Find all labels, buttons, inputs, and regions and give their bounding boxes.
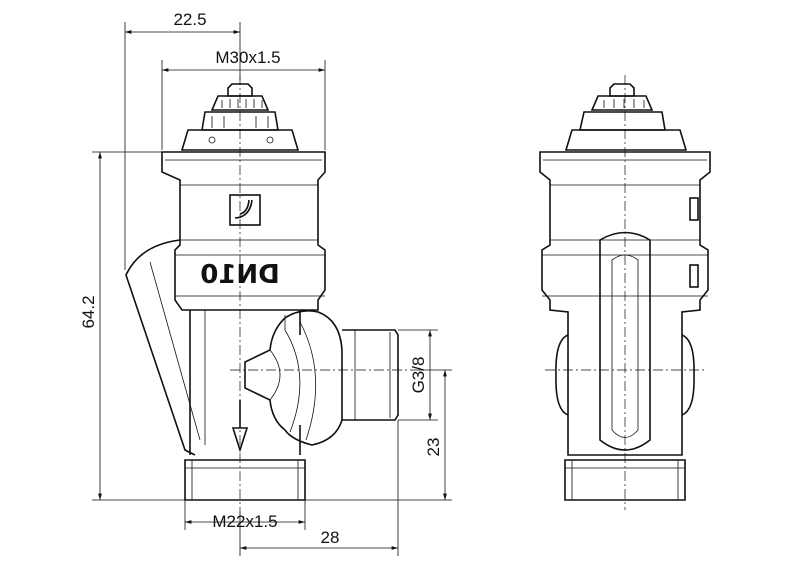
dim-side-height: 23 (424, 438, 443, 457)
dim-top-thread: M30x1.5 (215, 48, 280, 67)
valve-body: DN10 (125, 151, 399, 501)
dim-height: 64.2 (79, 295, 98, 328)
logo-box (229, 194, 261, 226)
thermostat-head-knob (180, 83, 300, 151)
dimension-lines: 22.5 M30x1.5 64.2 G3/8 23 M22x1.5 28 (79, 10, 452, 556)
dim-offset-top: 22.5 (173, 10, 206, 29)
dim-bottom-thread: M22x1.5 (212, 512, 277, 531)
side-view (539, 75, 711, 510)
dim-side-length: 28 (321, 528, 340, 547)
front-view: DN10 (125, 75, 410, 510)
dim-side-thread: G3/8 (409, 357, 428, 394)
